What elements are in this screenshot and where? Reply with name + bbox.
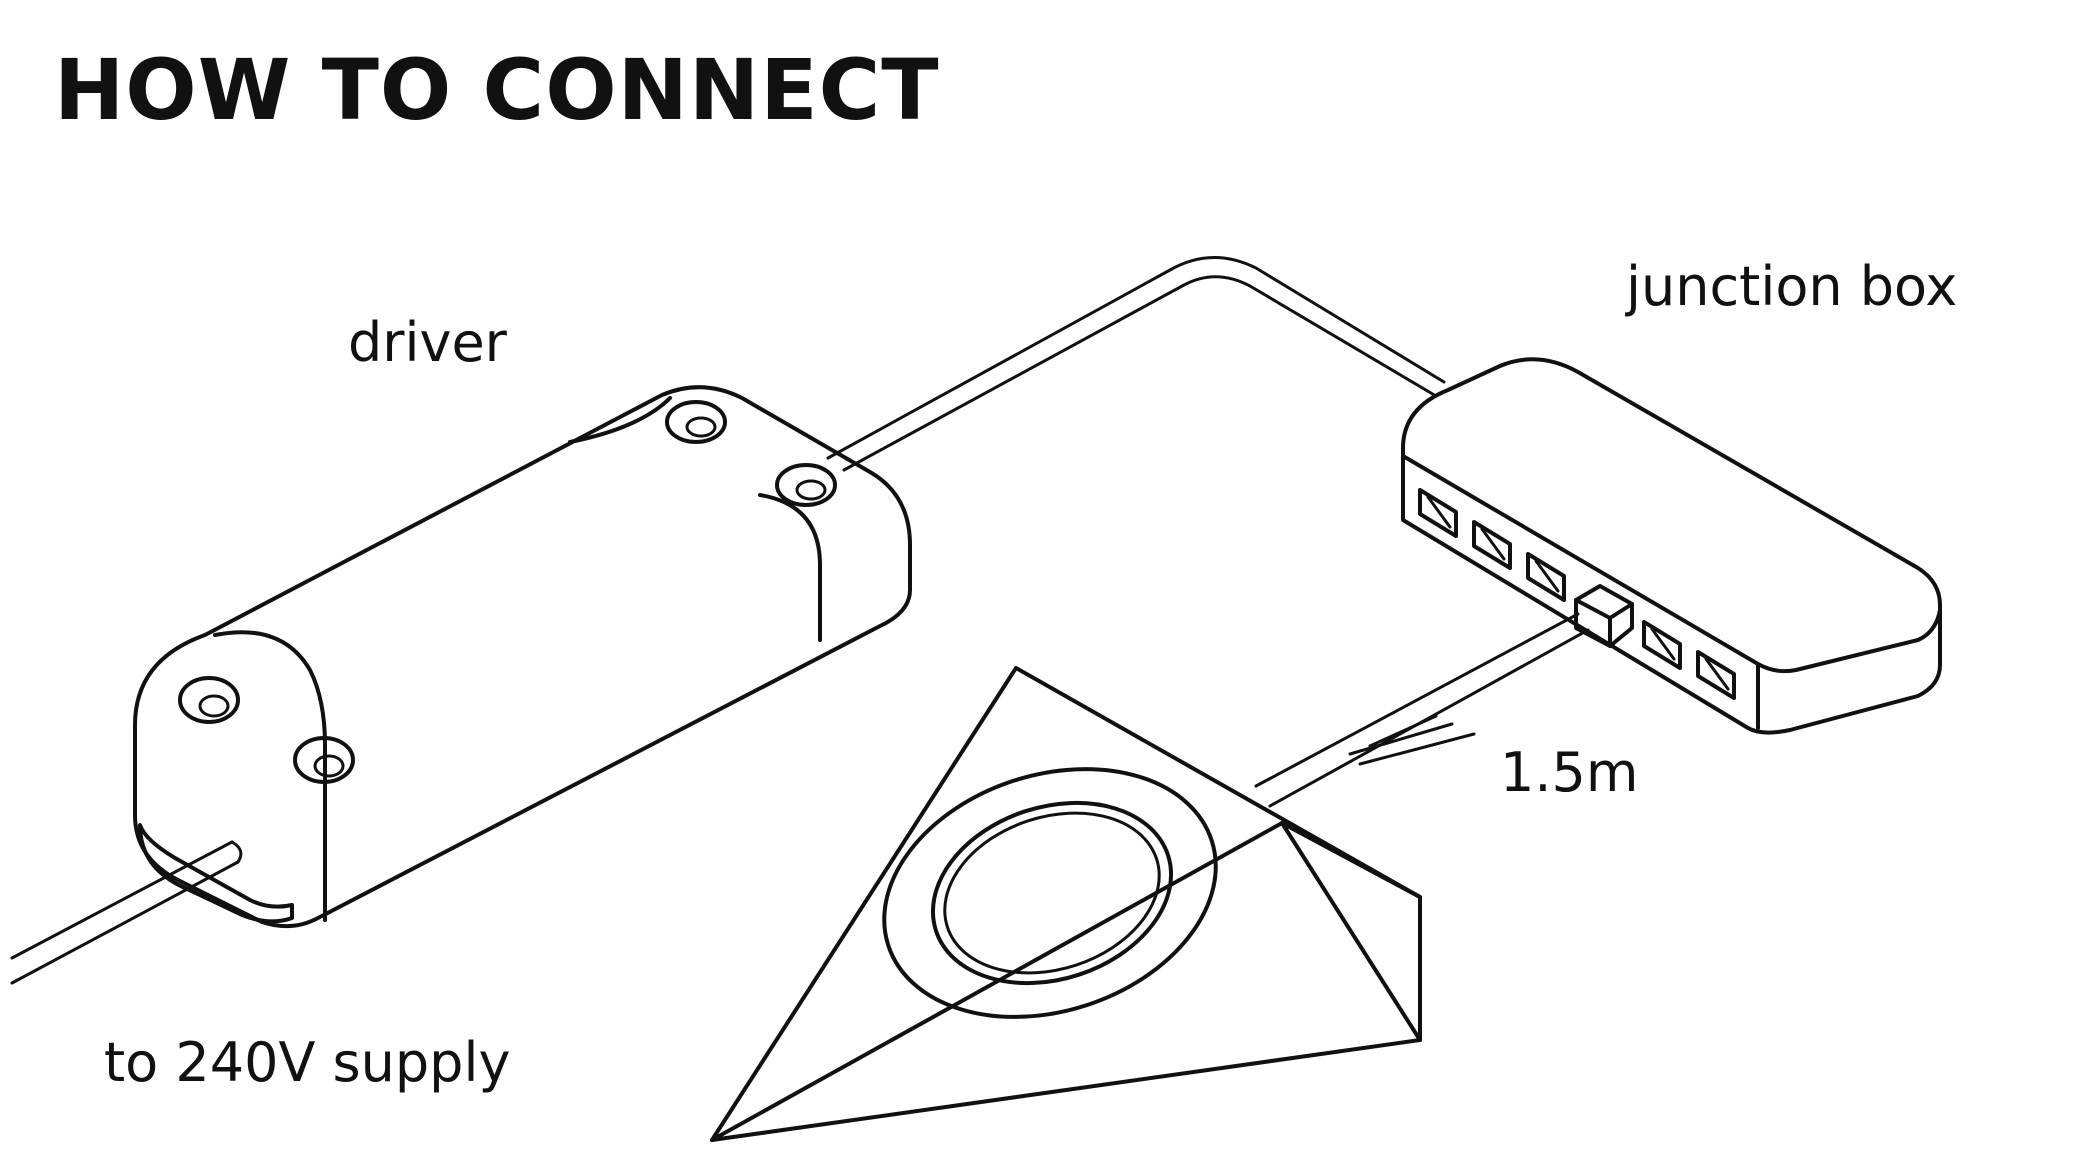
cable-length-label: 1.5m <box>1500 741 1639 804</box>
driver-to-junction-cable <box>826 256 1446 472</box>
triangle-light <box>710 666 1422 1142</box>
light-cable <box>1254 612 1590 808</box>
junction-box-label: junction box <box>1626 255 1958 318</box>
driver-terminals <box>178 400 837 784</box>
driver-label: driver <box>348 311 507 374</box>
supply-label: to 240V supply <box>104 1031 511 1094</box>
junction-box <box>1401 357 1942 735</box>
junction-box-ports <box>1418 488 1736 700</box>
supply-cable <box>10 840 243 985</box>
connector-plug <box>1574 584 1634 648</box>
driver-unit <box>133 385 912 929</box>
page-title: HOW TO CONNECT <box>54 41 940 139</box>
